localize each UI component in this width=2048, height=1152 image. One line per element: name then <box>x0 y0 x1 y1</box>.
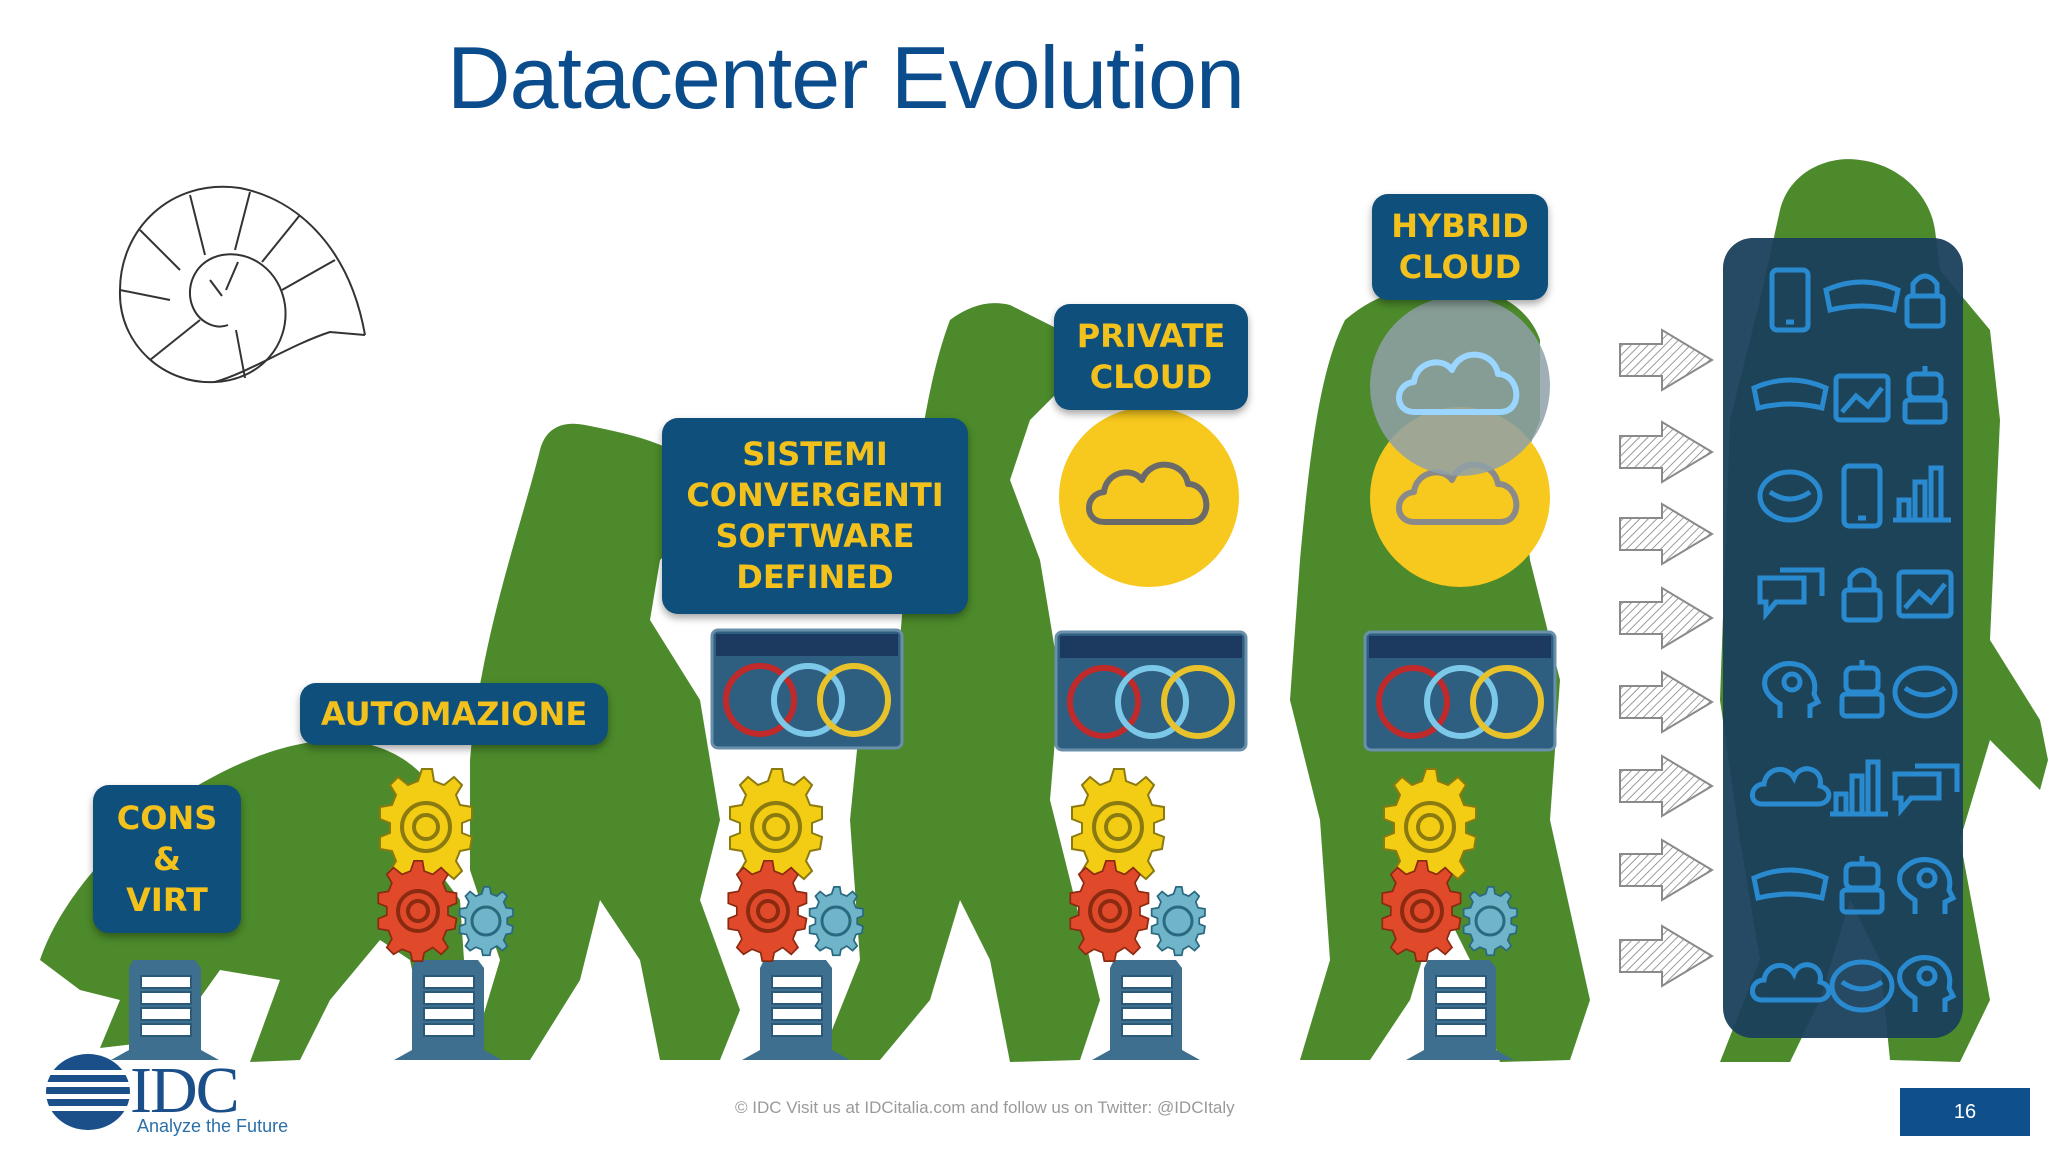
stage-label-automazione: AUTOMAZIONE <box>300 683 608 745</box>
idc-logo-text: IDC <box>130 1054 240 1127</box>
arrow-icon <box>1619 925 1713 987</box>
cloud-icon <box>1750 962 1832 1003</box>
vr-headset-icon <box>1751 867 1829 902</box>
robot-icon <box>1839 660 1885 719</box>
stage-label-sistemi-convergenti: SISTEMI CONVERGENTI SOFTWARE DEFINED <box>662 418 968 614</box>
slide-title: Datacenter Evolution <box>447 28 1245 127</box>
server-icon <box>1091 959 1201 1061</box>
tablet-icon <box>1841 463 1883 529</box>
stage-label-private-cloud: PRIVATE CLOUD <box>1054 304 1248 410</box>
technology-icon-panel <box>1723 238 1963 1038</box>
footer-text: © IDC Visit us at IDCitalia.com and foll… <box>735 1098 1235 1117</box>
robot-icon <box>1839 856 1885 915</box>
bar-chart-icon <box>1893 465 1951 523</box>
head-icon <box>1897 857 1957 914</box>
brain-icon <box>1757 469 1823 523</box>
head-icon <box>1762 661 1822 718</box>
vr-headset-icon <box>1823 279 1901 314</box>
gears-icon <box>728 769 863 961</box>
arrow-icon <box>1619 587 1713 649</box>
bar-chart-icon <box>1830 759 1888 817</box>
arrow-icon <box>1619 671 1713 733</box>
vr-headset-icon <box>1751 377 1829 412</box>
stage-label-hybrid-cloud: HYBRID CLOUD <box>1372 194 1548 300</box>
brain-icon <box>1892 665 1958 719</box>
private-cloud-icon <box>1059 407 1239 587</box>
gears-icon <box>1070 769 1205 961</box>
brain-icon <box>1829 959 1895 1013</box>
photo-icon <box>1833 373 1891 423</box>
converged-rings-icon <box>712 630 902 748</box>
arrow-icon <box>1619 421 1713 483</box>
converged-rings-icon <box>1056 632 1246 750</box>
arrow-icon <box>1619 503 1713 565</box>
chat-icon <box>1757 567 1825 621</box>
photo-icon <box>1896 569 1954 619</box>
converged-rings-icon <box>1365 632 1555 750</box>
hybrid-cloud-icon <box>1370 296 1550 587</box>
arrow-icon <box>1619 839 1713 901</box>
arrow-icon <box>1619 329 1713 391</box>
head-icon <box>1897 955 1957 1012</box>
chat-icon <box>1892 763 1960 817</box>
padlock-icon <box>1841 567 1883 623</box>
arrow-column <box>1619 329 1713 987</box>
robot-icon <box>1902 366 1948 425</box>
arrow-icon <box>1619 755 1713 817</box>
page-number: 16 <box>1900 1088 2030 1136</box>
stage-label-cons-virt: CONS & VIRT <box>93 785 241 933</box>
cloud-icon <box>1750 766 1832 807</box>
padlock-icon <box>1904 273 1946 329</box>
tablet-icon <box>1769 267 1811 333</box>
idc-logo-tagline: Analyze the Future <box>137 1116 289 1136</box>
nautilus-icon <box>118 185 366 384</box>
idc-logo-globe-icon <box>44 1054 134 1130</box>
